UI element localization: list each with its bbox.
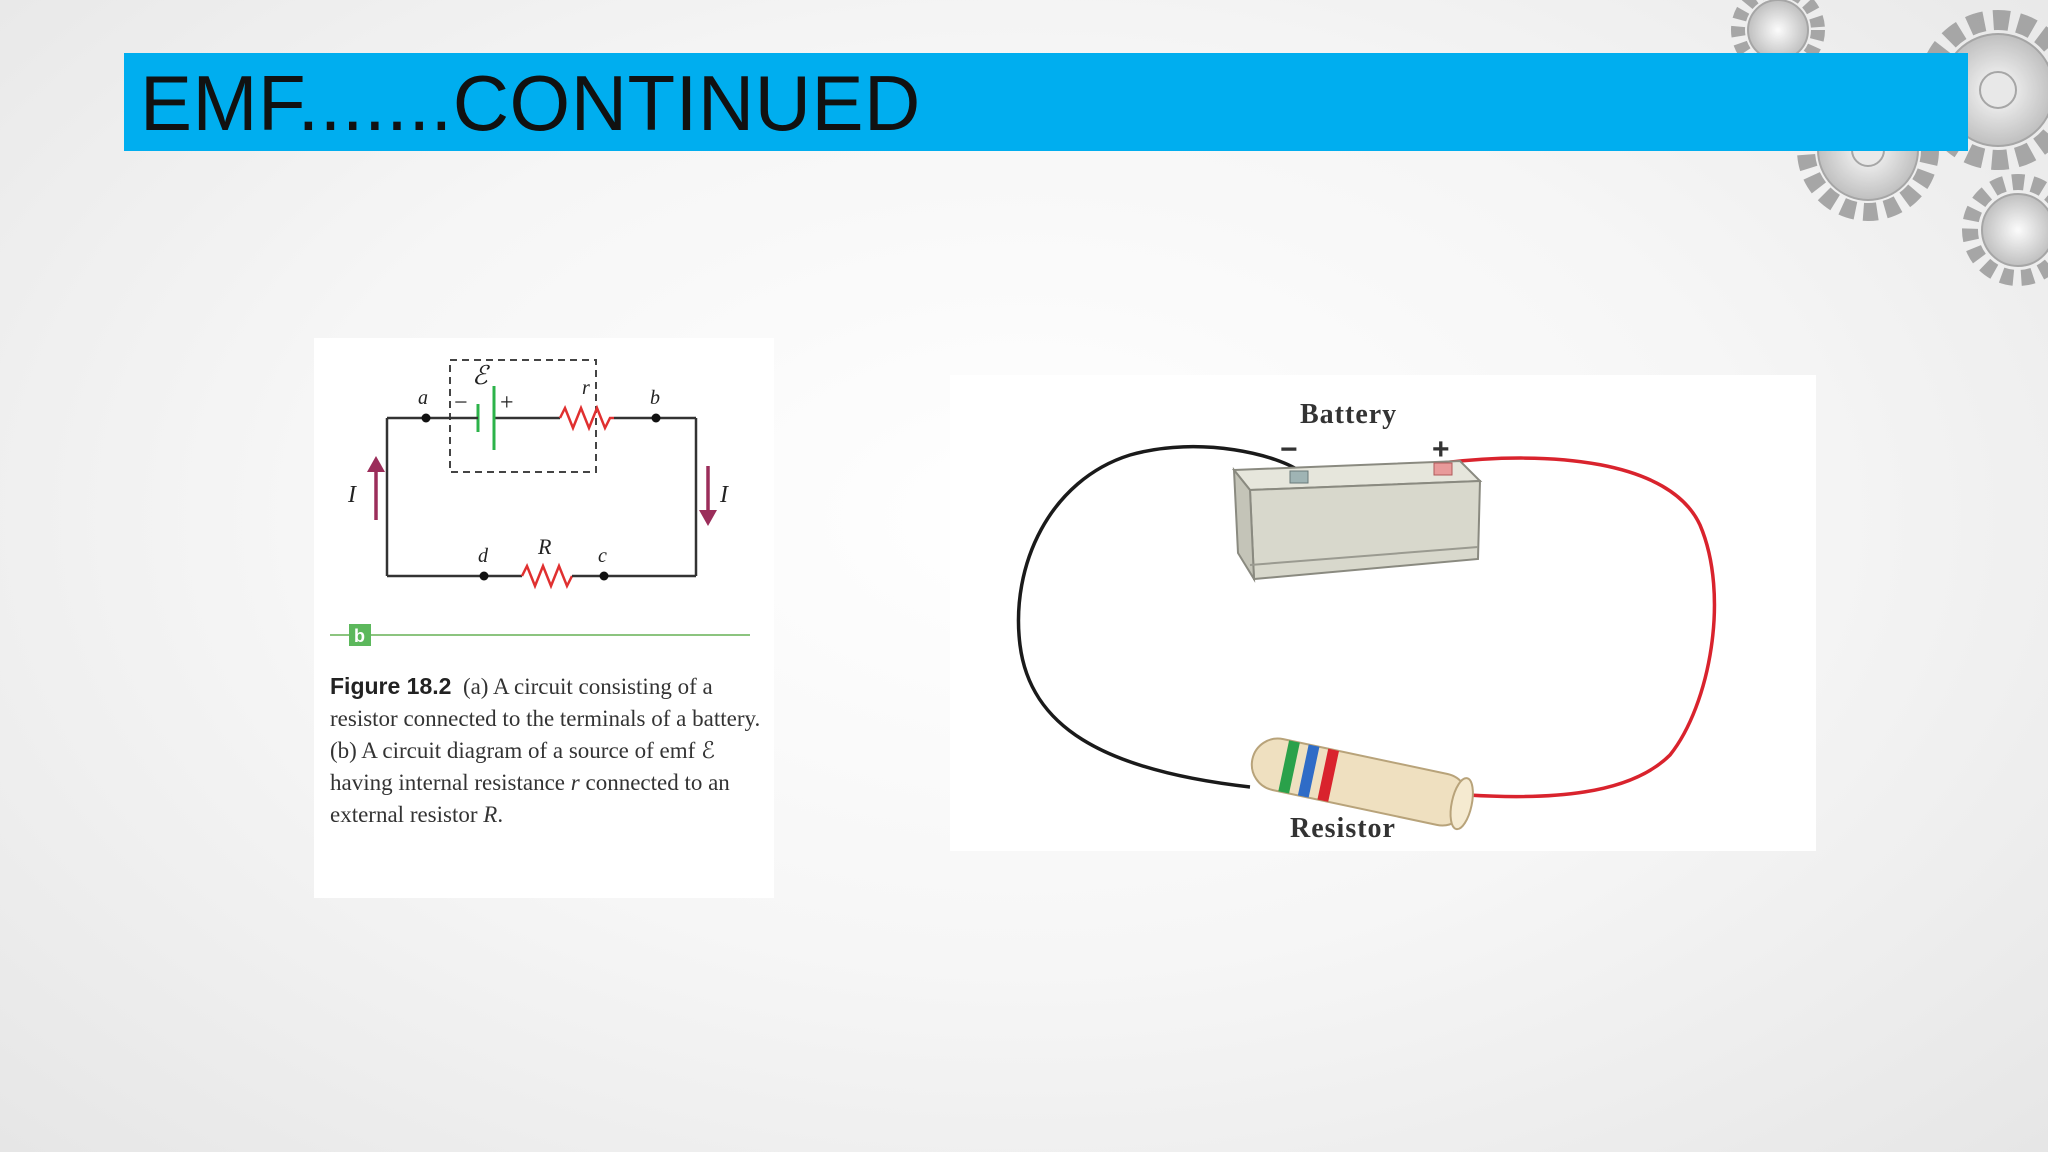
resistor-band-2 [1297,744,1320,798]
battery-graphic [1231,459,1483,583]
circuit-diagram-figure: ℰ − + r a b R d c I I b Figure 18.2 (a) … [314,338,774,898]
negative-wire [1016,444,1304,789]
illustration-drawing: − + [1016,433,1717,831]
internal-resistor-r [558,404,614,432]
battery-positive-terminal [1433,462,1453,476]
battery-plus-sign: + [1432,433,1450,466]
resistor-label: Resistor [1290,813,1396,844]
resistor-graphic [1250,737,1474,831]
caption-emf-symbol: ℰ [701,738,715,763]
figure-number: Figure 18.2 [330,673,452,699]
positive-wire [1441,456,1717,799]
emf-label: ℰ [472,361,490,390]
panel-label-b: b [354,626,365,646]
label-current-right: I [719,482,729,508]
label-b: b [650,387,660,409]
label-d: d [478,545,489,567]
node-b [651,413,661,423]
source-dashed-box [449,359,597,473]
slide-title: EMF.......CONTINUED [140,59,921,147]
caption-text-3: connected to an external resistor [330,770,730,827]
caption-text-1: (a) A circuit consisting of a resistor c… [330,674,761,763]
battery-label: Battery [1300,399,1398,430]
caption-r: r [570,770,580,795]
label-R: R [537,534,552,559]
node-c [599,571,609,581]
figure-caption: Figure 18.2 (a) A circuit consisting of … [330,670,770,831]
caption-text-4: . [497,802,504,827]
label-current-left: I [347,482,357,508]
caption-R: R [483,802,498,827]
external-resistor-R [520,562,574,590]
label-r: r [582,377,590,399]
panel-tag [349,624,371,646]
node-d [479,571,489,581]
caption-text-2: having internal resistance [330,770,571,795]
battery-minus-sign: − [1280,433,1298,466]
node-a [421,413,431,423]
circuit-diagram: ℰ − + r a b R d c I I b [330,359,750,646]
battery-resistor-illustration: − + Battery Resistor [950,375,1816,851]
label-a: a [418,387,428,409]
resistor-band-3 [1317,748,1339,802]
label-c: c [598,545,607,567]
battery-negative-terminal [1289,470,1309,484]
plus-sign: + [500,390,514,416]
title-bar: EMF.......CONTINUED [124,53,1968,151]
minus-sign: − [454,390,468,416]
resistor-band-1 [1278,740,1300,794]
